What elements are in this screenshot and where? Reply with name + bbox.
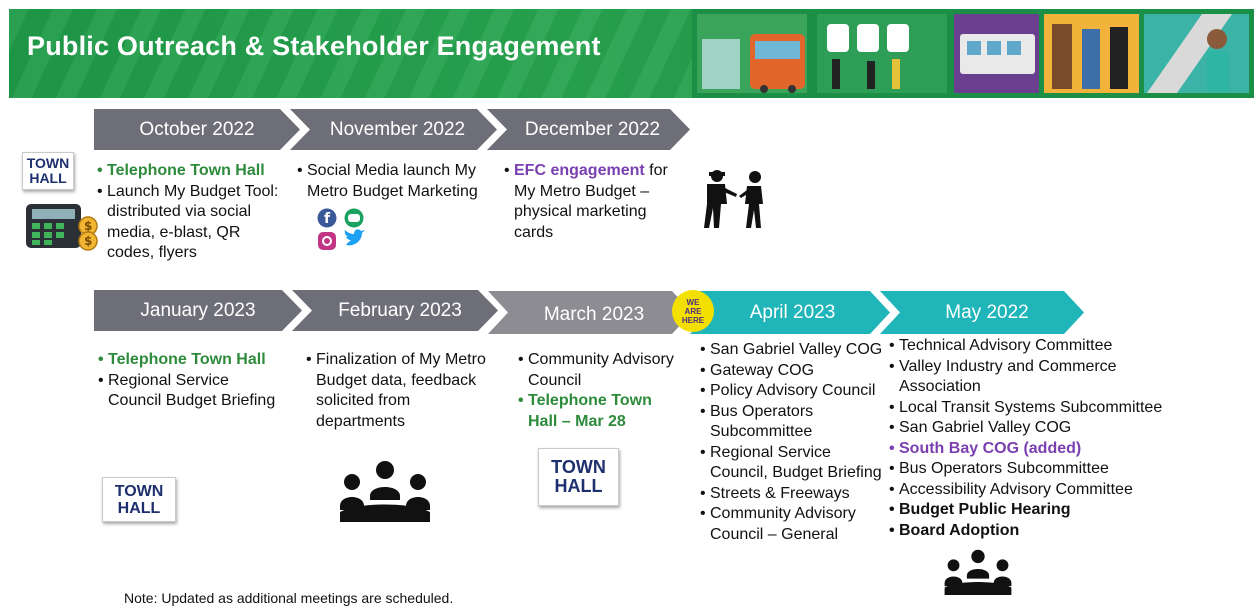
chevron-october-2022: October 2022	[94, 109, 300, 150]
chat-icon	[344, 208, 364, 228]
list-item: Technical Advisory Committee	[889, 336, 1249, 357]
svg-text:f: f	[324, 211, 331, 227]
chevron-december-2022: December 2022	[487, 109, 690, 150]
month-label: March 2023	[543, 303, 645, 325]
january-2023-items: Telephone Town Hall Regional Service Cou…	[98, 350, 278, 412]
list-item: Bus Operators Subcommittee	[889, 459, 1249, 480]
chevron-march-2023: March 2023	[488, 291, 692, 334]
list-item: Telephone Town Hall	[97, 161, 287, 182]
december-2022-items: EFC engagement for My Metro Budget – phy…	[504, 161, 689, 243]
list-item: Board Adoption	[889, 521, 1249, 542]
month-label: October 2022	[139, 118, 255, 140]
header-banner: Public Outreach & Stakeholder Engagement	[9, 9, 1254, 98]
chevron-may-2022: May 2022	[880, 291, 1084, 334]
page-title: Public Outreach & Stakeholder Engagement	[27, 31, 601, 61]
list-item: Regional Service Council, Budget Briefin…	[700, 443, 885, 484]
people-handing-card-icon	[704, 170, 763, 228]
chevron-february-2023: February 2023	[292, 290, 498, 331]
list-item: Bus Operators Subcommittee	[700, 402, 885, 443]
february-2023-items: Finalization of My Metro Budget data, fe…	[306, 350, 496, 432]
list-item: EFC engagement for My Metro Budget – phy…	[504, 161, 689, 243]
list-item: Community Advisory Council	[518, 350, 683, 391]
list-item: Launch My Budget Tool: distributed via s…	[97, 182, 287, 264]
month-label: December 2022	[524, 118, 661, 140]
chevron-november-2022: November 2022	[290, 109, 497, 150]
list-item: San Gabriel Valley COG	[889, 418, 1249, 439]
list-item: San Gabriel Valley COG	[700, 340, 885, 361]
month-label: February 2023	[338, 299, 462, 321]
list-item: Valley Industry and Commerce Association	[889, 357, 1139, 398]
list-item: South Bay COG (added)	[889, 439, 1249, 460]
chevron-january-2023: January 2023	[94, 290, 302, 331]
list-item: Telephone Town Hall – Mar 28	[518, 391, 683, 432]
list-item: Telephone Town Hall	[98, 350, 278, 371]
list-item: Accessibility Advisory Committee	[889, 480, 1249, 501]
facebook-icon: f	[317, 208, 337, 228]
list-item: Policy Advisory Council	[700, 381, 885, 402]
list-item: Budget Public Hearing	[889, 500, 1249, 521]
svg-text:$: $	[84, 234, 92, 248]
november-2022-items: Social Media launch My Metro Budget Mark…	[297, 161, 497, 202]
calculator-icon: $ $	[26, 204, 98, 251]
list-item: Gateway COG	[700, 361, 885, 382]
list-item: Finalization of My Metro Budget data, fe…	[306, 350, 496, 432]
month-label: November 2022	[329, 118, 466, 140]
month-label: May 2022	[945, 301, 1029, 323]
group-meeting-icon	[944, 549, 1012, 595]
footnote: Note: Updated as additional meetings are…	[124, 590, 454, 606]
march-2023-items: Community Advisory Council Telephone Tow…	[518, 350, 683, 432]
month-label: January 2023	[140, 299, 256, 321]
list-item: Local Transit Systems Subcommittee	[889, 398, 1249, 419]
group-meeting-icon	[340, 461, 430, 522]
transit-illustration	[692, 9, 1254, 98]
chevron-april-2023: April 2023	[690, 291, 890, 334]
list-item: Social Media launch My Metro Budget Mark…	[297, 161, 497, 202]
list-item: Streets & Freeways	[700, 484, 885, 505]
svg-text:$: $	[84, 219, 92, 233]
may-2022-items: Technical Advisory Committee Valley Indu…	[889, 336, 1249, 541]
list-item: Community Advisory Council – General	[700, 504, 885, 545]
twitter-icon	[344, 229, 365, 246]
instagram-icon	[318, 232, 336, 250]
social-media-icons: f	[317, 208, 365, 250]
april-2023-items: San Gabriel Valley COG Gateway COG Polic…	[700, 340, 885, 545]
month-label: April 2023	[749, 301, 836, 323]
october-2022-items: Telephone Town Hall Launch My Budget Too…	[97, 161, 287, 264]
list-item: Regional Service Council Budget Briefing	[98, 371, 278, 412]
